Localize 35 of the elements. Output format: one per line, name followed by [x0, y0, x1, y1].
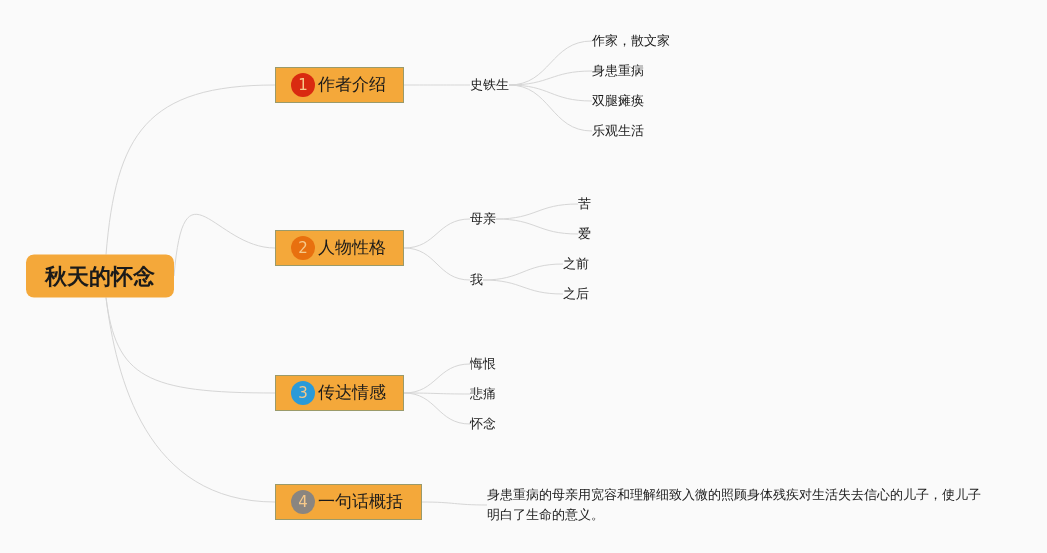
topic-label: 传达情感 [318, 381, 386, 405]
connector-line [482, 279, 564, 295]
subtopic-text: 作家，散文家 [592, 32, 670, 50]
subtopic-text: 我 [470, 271, 483, 289]
connector-line [403, 247, 471, 281]
number-badge: 1 [291, 73, 315, 97]
summary-text: 身患重病的母亲用宽容和理解细致入微的照顾身体残疾对生活失去信心的儿子，使儿子明白了生命的意义。 [487, 485, 987, 525]
subtopic-text: 乐观生活 [592, 122, 644, 140]
connector-line [105, 297, 276, 503]
connector-line [403, 392, 471, 425]
number-badge: 2 [291, 236, 315, 260]
number-badge: 3 [291, 381, 315, 405]
connector-line [105, 84, 276, 255]
subtopic-text: 悲痛 [470, 385, 496, 403]
connector-line [421, 501, 488, 506]
connector-line [495, 218, 579, 235]
topic-box [275, 375, 404, 411]
number-badge: 4 [291, 490, 315, 514]
topic-label: 人物性格 [318, 236, 386, 260]
subtopic-text: 史铁生 [470, 76, 509, 94]
subtopic-text: 怀念 [470, 415, 496, 433]
subtopic-text: 悔恨 [470, 355, 496, 373]
subtopic-text: 双腿瘫痪 [592, 92, 644, 110]
subtopic-text: 母亲 [470, 210, 496, 228]
topic-box [275, 484, 422, 520]
subtopic-text: 身患重病 [592, 62, 644, 80]
topic-label: 作者介绍 [318, 73, 386, 97]
topic-label: 一句话概括 [318, 490, 403, 514]
root-topic-box: 秋天的怀念 [26, 254, 174, 298]
subtopic-text: 之后 [563, 285, 589, 303]
subtopic-text: 之前 [563, 255, 589, 273]
subtopic-text: 苦 [578, 195, 591, 213]
subtopic-text: 爱 [578, 225, 591, 243]
topic-box [275, 67, 404, 103]
topic-box [275, 230, 404, 266]
